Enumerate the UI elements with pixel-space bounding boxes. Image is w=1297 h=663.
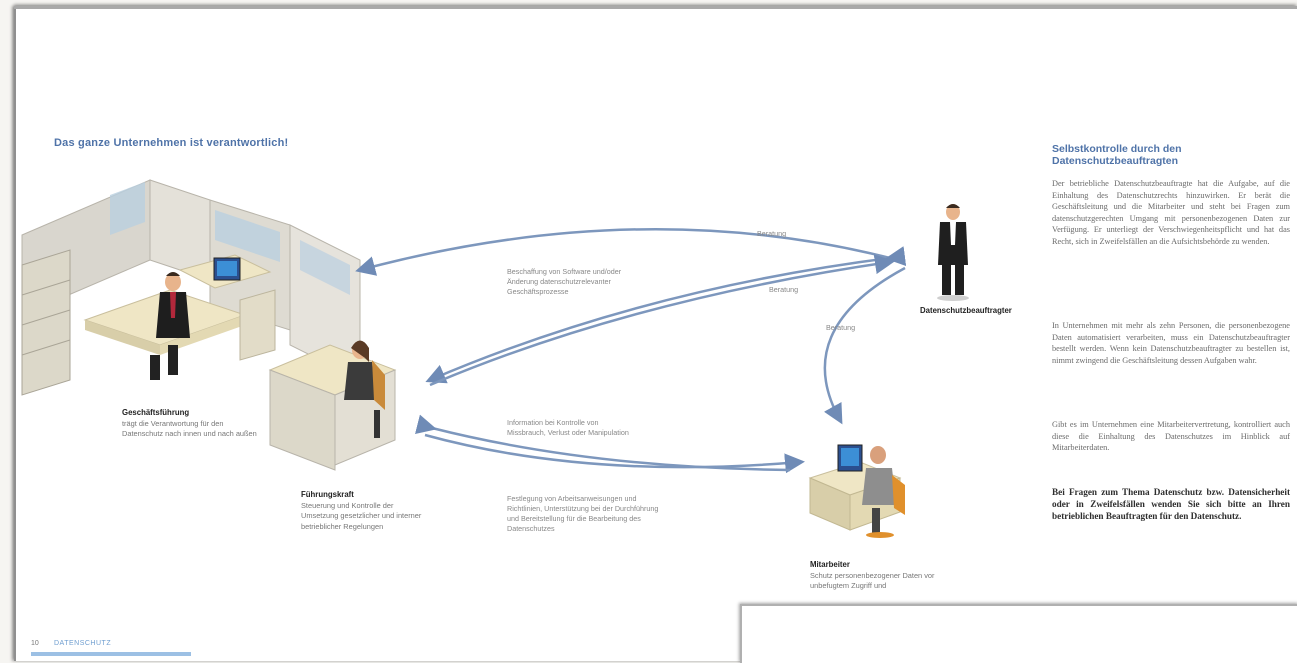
arrow-label-beratung-3: Beratung bbox=[826, 323, 856, 332]
arrow-label-software: Beschaffung von Software und/oder Änderu… bbox=[507, 267, 622, 296]
arrow-label-information: Information bei Kontrolle von Missbrauch… bbox=[507, 418, 629, 437]
data-protection-officer-figure bbox=[937, 204, 969, 301]
caption-text: Steuerung und Kontrolle der Umsetzung ge… bbox=[301, 500, 422, 531]
page-left-edge bbox=[14, 6, 16, 661]
page-headline: Das ganze Unternehmen ist verantwortlich… bbox=[54, 137, 289, 149]
caption-mitarbeiter: Mitarbeiter Schutz personenbezogener Dat… bbox=[810, 560, 960, 592]
sidebar-title: Selbstkontrolle durch den Datenschutzbea… bbox=[1052, 143, 1182, 167]
footer-rule bbox=[31, 652, 191, 656]
caption-title: Datenschutzbeauftragter bbox=[920, 306, 1012, 315]
page-number: 10 bbox=[31, 640, 39, 647]
caption-fuehrungskraft: Führungskraft Steuerung und Kontrolle de… bbox=[301, 490, 431, 532]
flow-arrows bbox=[355, 227, 907, 474]
caption-title: Führungskraft bbox=[301, 490, 354, 499]
caption-datenschutzbeauftragter: Datenschutzbeauftragter bbox=[920, 306, 1012, 317]
caption-geschaeftsfuehrung: Geschäftsführung trägt die Verantwortung… bbox=[122, 408, 257, 440]
footer-label: DATENSCHUTZ bbox=[54, 640, 112, 647]
arrow-label-richtlinien: Festlegung von Arbeitsanweisungen und Ri… bbox=[507, 494, 659, 533]
sidebar-paragraph-4: Bei Fragen zum Thema Datenschutz bzw. Da… bbox=[1052, 487, 1290, 521]
sidebar-paragraph-3: Gibt es im Unternehmen eine Mitarbeiterv… bbox=[1052, 420, 1290, 453]
arrow-label-beratung-1: Beratung bbox=[757, 229, 787, 238]
office-cubicle bbox=[21, 179, 397, 471]
caption-text: Schutz personenbezogener Daten vor unbef… bbox=[810, 570, 935, 591]
caption-title: Geschäftsführung bbox=[122, 408, 190, 417]
overlapping-next-page bbox=[740, 604, 1297, 663]
caption-text: trägt die Verantwortung für den Datensch… bbox=[122, 418, 257, 439]
page-top-edge bbox=[14, 6, 1297, 9]
caption-title: Mitarbeiter bbox=[810, 560, 850, 569]
employee-workstation bbox=[808, 444, 905, 538]
sidebar-paragraph-2: In Unternehmen mit mehr als zehn Persone… bbox=[1052, 321, 1290, 365]
sidebar-paragraph-1: Der betriebliche Datenschutzbeauftragte … bbox=[1052, 179, 1290, 246]
arrow-label-beratung-2: Beratung bbox=[769, 285, 799, 294]
